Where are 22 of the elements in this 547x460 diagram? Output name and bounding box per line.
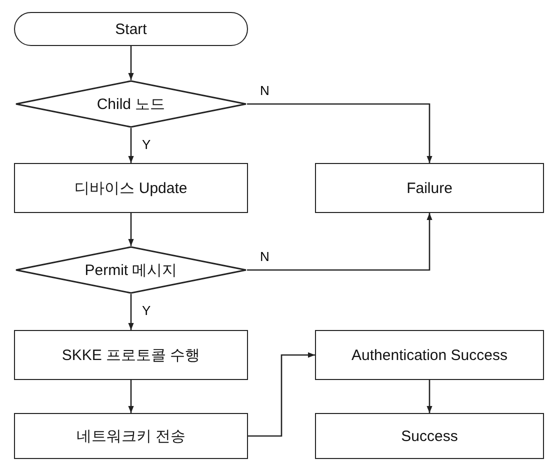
arrow xyxy=(426,380,432,413)
start-terminal: Start xyxy=(14,12,248,46)
arrow xyxy=(248,352,315,437)
process-box: Success xyxy=(315,413,544,459)
decision-diamond: Permit 메시지 xyxy=(15,246,247,294)
process-box: Authentication Success xyxy=(315,330,544,380)
arrow xyxy=(247,213,432,271)
arrow xyxy=(128,380,134,413)
edge-label: N xyxy=(259,250,270,264)
edge-label: Y xyxy=(141,304,152,318)
arrow xyxy=(247,103,432,163)
process-box: SKKE 프로토콜 수행 xyxy=(14,330,248,380)
process-box: Failure xyxy=(315,163,544,213)
process-box: 디바이스 Update xyxy=(14,163,248,213)
edge-label: N xyxy=(259,84,270,98)
process-box: 네트워크키 전송 xyxy=(14,413,248,459)
arrow xyxy=(128,294,134,330)
arrow xyxy=(128,128,134,163)
arrow xyxy=(128,46,134,80)
arrow xyxy=(128,213,134,246)
decision-diamond: Child 노드 xyxy=(15,80,247,128)
edge-label: Y xyxy=(141,138,152,152)
